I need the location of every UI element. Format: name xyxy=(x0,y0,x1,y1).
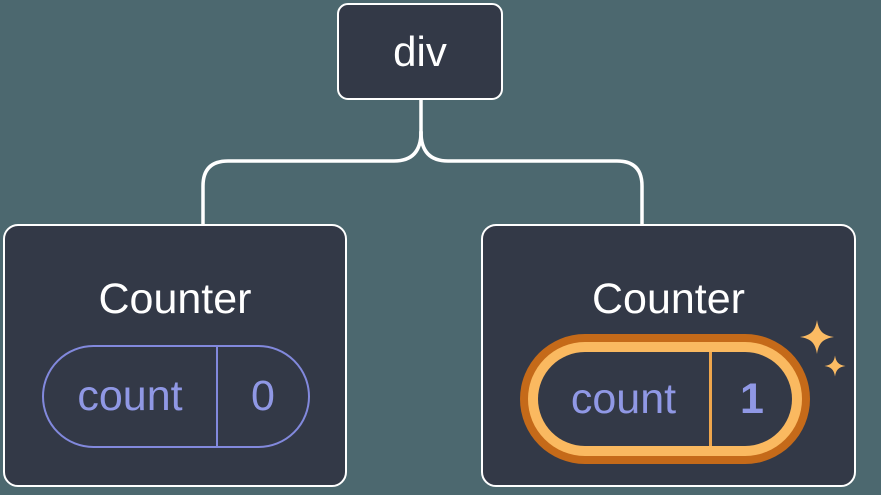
connector-branch-right xyxy=(419,130,644,226)
state-pill: count 0 xyxy=(42,345,310,448)
state-pill-key-section: count xyxy=(44,347,218,446)
state-value: 1 xyxy=(740,374,764,423)
state-pill-highlight-ring-inner: count 1 xyxy=(528,342,802,456)
component-title: Counter xyxy=(592,275,745,323)
state-key-label: count xyxy=(570,374,677,423)
state-pill: count 1 xyxy=(538,352,792,446)
component-card-counter-2: Counter count 1 xyxy=(481,224,856,487)
state-key-label: count xyxy=(77,372,183,420)
state-pill-highlight-ring: count 1 xyxy=(520,334,810,464)
connector-branch-left xyxy=(201,130,423,226)
component-title: Counter xyxy=(98,275,252,323)
state-pill-value-section: 1 xyxy=(712,352,792,446)
state-value: 0 xyxy=(251,372,275,420)
state-pill-value-section: 0 xyxy=(218,347,308,446)
component-card-counter-1: Counter count 0 xyxy=(3,224,347,487)
state-pill-key-section: count xyxy=(538,352,712,446)
tree-node-div: div xyxy=(337,3,503,100)
tree-node-label: div xyxy=(393,27,447,75)
